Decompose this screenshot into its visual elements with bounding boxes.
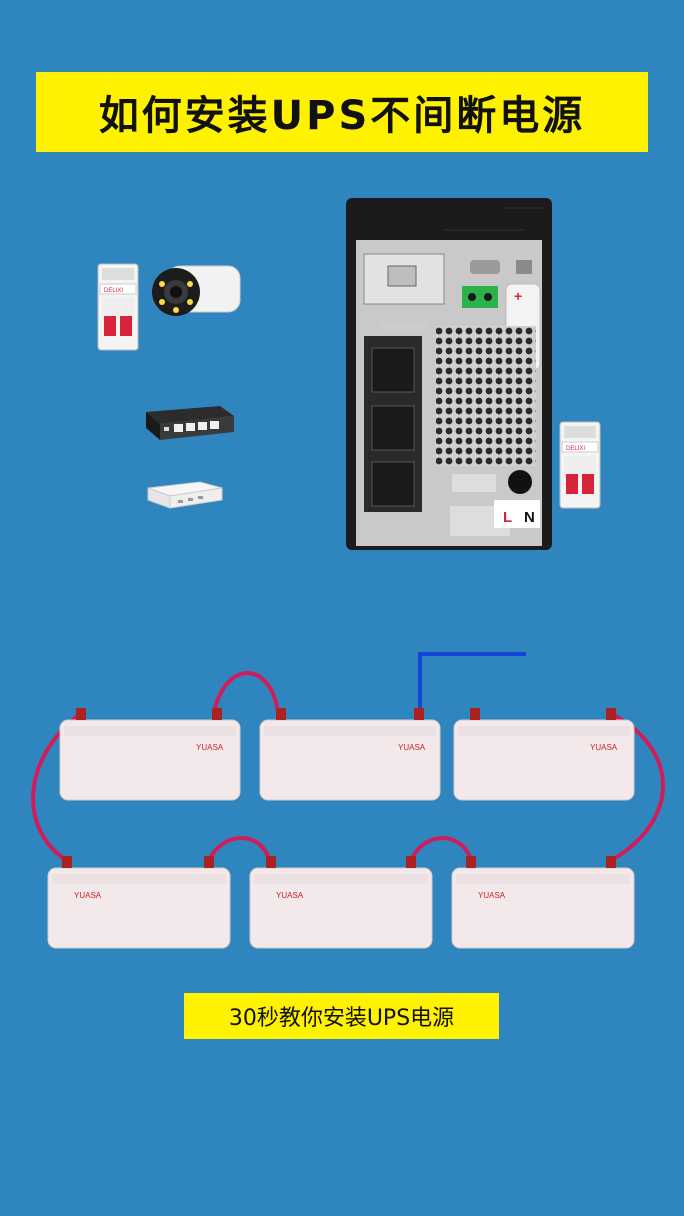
phase-n-label: N: [524, 509, 535, 526]
battery-icon: YUASA: [259, 708, 441, 801]
battery-icon: YUASA: [249, 856, 433, 949]
battery-icon: YUASA: [451, 856, 635, 949]
svg-text:YUASA: YUASA: [276, 891, 304, 900]
series-wire: [408, 836, 474, 863]
series-wire: [206, 836, 272, 863]
output-wire: [418, 652, 526, 714]
phase-l-label: L: [503, 509, 513, 526]
terminal-plus-label: +: [514, 288, 523, 304]
svg-text:YUASA: YUASA: [478, 891, 506, 900]
caption-banner: 30秒教你安装UPS电源: [184, 993, 499, 1039]
router-icon: [147, 481, 223, 509]
svg-text:YUASA: YUASA: [196, 743, 224, 752]
svg-text:YUASA: YUASA: [74, 891, 102, 900]
series-wire: [212, 671, 280, 713]
ups-icon: [346, 198, 552, 550]
page-title: 如何安装UPS不间断电源: [98, 93, 586, 139]
circuit-breaker-icon: DELIXI: [97, 263, 139, 351]
network-switch-icon: [146, 406, 234, 440]
caption-text: 30秒教你安装UPS电源: [228, 1006, 455, 1031]
svg-text:DELIXI: DELIXI: [104, 288, 123, 294]
title-banner: 如何安装UPS不间断电源: [36, 72, 648, 152]
svg-text:YUASA: YUASA: [590, 743, 618, 752]
battery-icon: YUASA: [453, 708, 635, 801]
battery-icon: YUASA: [59, 708, 241, 801]
circuit-breaker-icon: DELIXI: [559, 421, 601, 509]
battery-bank: YUASA YUASA YUASA YUASA YUASA YUASA: [31, 652, 665, 949]
svg-text:DELIXI: DELIXI: [566, 446, 585, 452]
security-camera-icon: [152, 265, 241, 316]
battery-icon: YUASA: [47, 856, 231, 949]
svg-text:YUASA: YUASA: [398, 743, 426, 752]
